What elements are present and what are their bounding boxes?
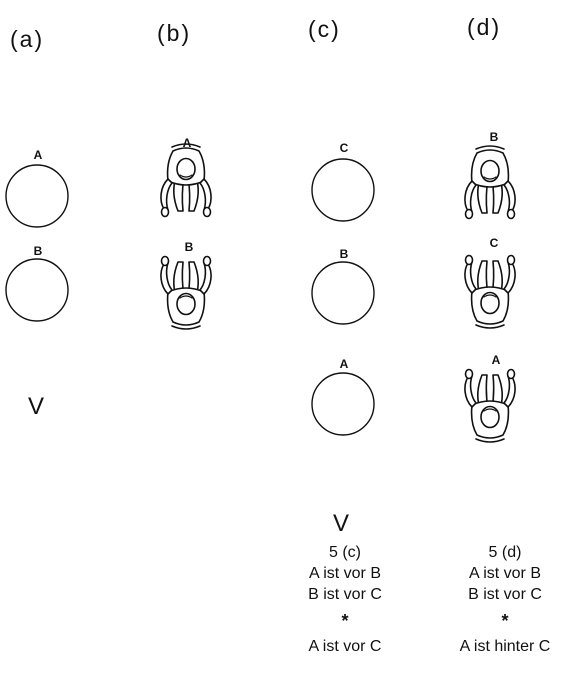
object-b-circle-c (311, 261, 375, 325)
panel-label-a: (a) (10, 26, 45, 52)
panel-label-b: (b) (157, 20, 192, 46)
caption-title: 5 (d) (488, 544, 522, 561)
object-label-a: A (33, 148, 43, 162)
viewer-label-a: V (28, 393, 45, 420)
object-label-a: A (339, 357, 349, 371)
viewer-label-c: V (333, 510, 350, 537)
object-label-b: B (489, 130, 499, 144)
person-a-icon-b (160, 143, 212, 218)
asterisk: * (341, 611, 349, 631)
caption-line: A ist vor B (308, 565, 382, 582)
person-a-icon-d (464, 368, 516, 443)
object-b-circle-a (5, 258, 69, 322)
caption-conclusion: A ist hinter C (459, 638, 551, 655)
caption-title: 5 (c) (328, 544, 361, 561)
panel-label-c: (c) (308, 16, 341, 42)
object-label-a: A (491, 353, 501, 367)
object-label-b: B (33, 244, 43, 258)
object-label-b: B (184, 240, 194, 254)
caption-line: B ist vor C (308, 586, 382, 603)
person-b-icon-b (160, 255, 212, 330)
caption-line: A ist vor B (468, 565, 542, 582)
caption-conclusion: A ist vor C (308, 638, 382, 655)
object-a-circle-c (311, 372, 375, 436)
asterisk: * (501, 611, 509, 631)
object-c-circle-c (311, 158, 375, 222)
object-label-b: B (339, 247, 349, 261)
object-label-c: C (489, 236, 499, 250)
object-a-circle-a (5, 164, 69, 228)
object-label-c: C (339, 141, 349, 155)
person-c-icon-d (464, 254, 516, 329)
object-label-a: A (182, 136, 192, 150)
caption-5d: 5 (d) A ist vor B B ist vor C * A ist hi… (460, 542, 551, 657)
caption-line: B ist vor C (468, 586, 542, 603)
panel-label-d: (d) (467, 14, 502, 40)
person-b-icon-d (464, 145, 516, 220)
caption-5c: 5 (c) A ist vor B B ist vor C * A ist vo… (308, 542, 382, 657)
